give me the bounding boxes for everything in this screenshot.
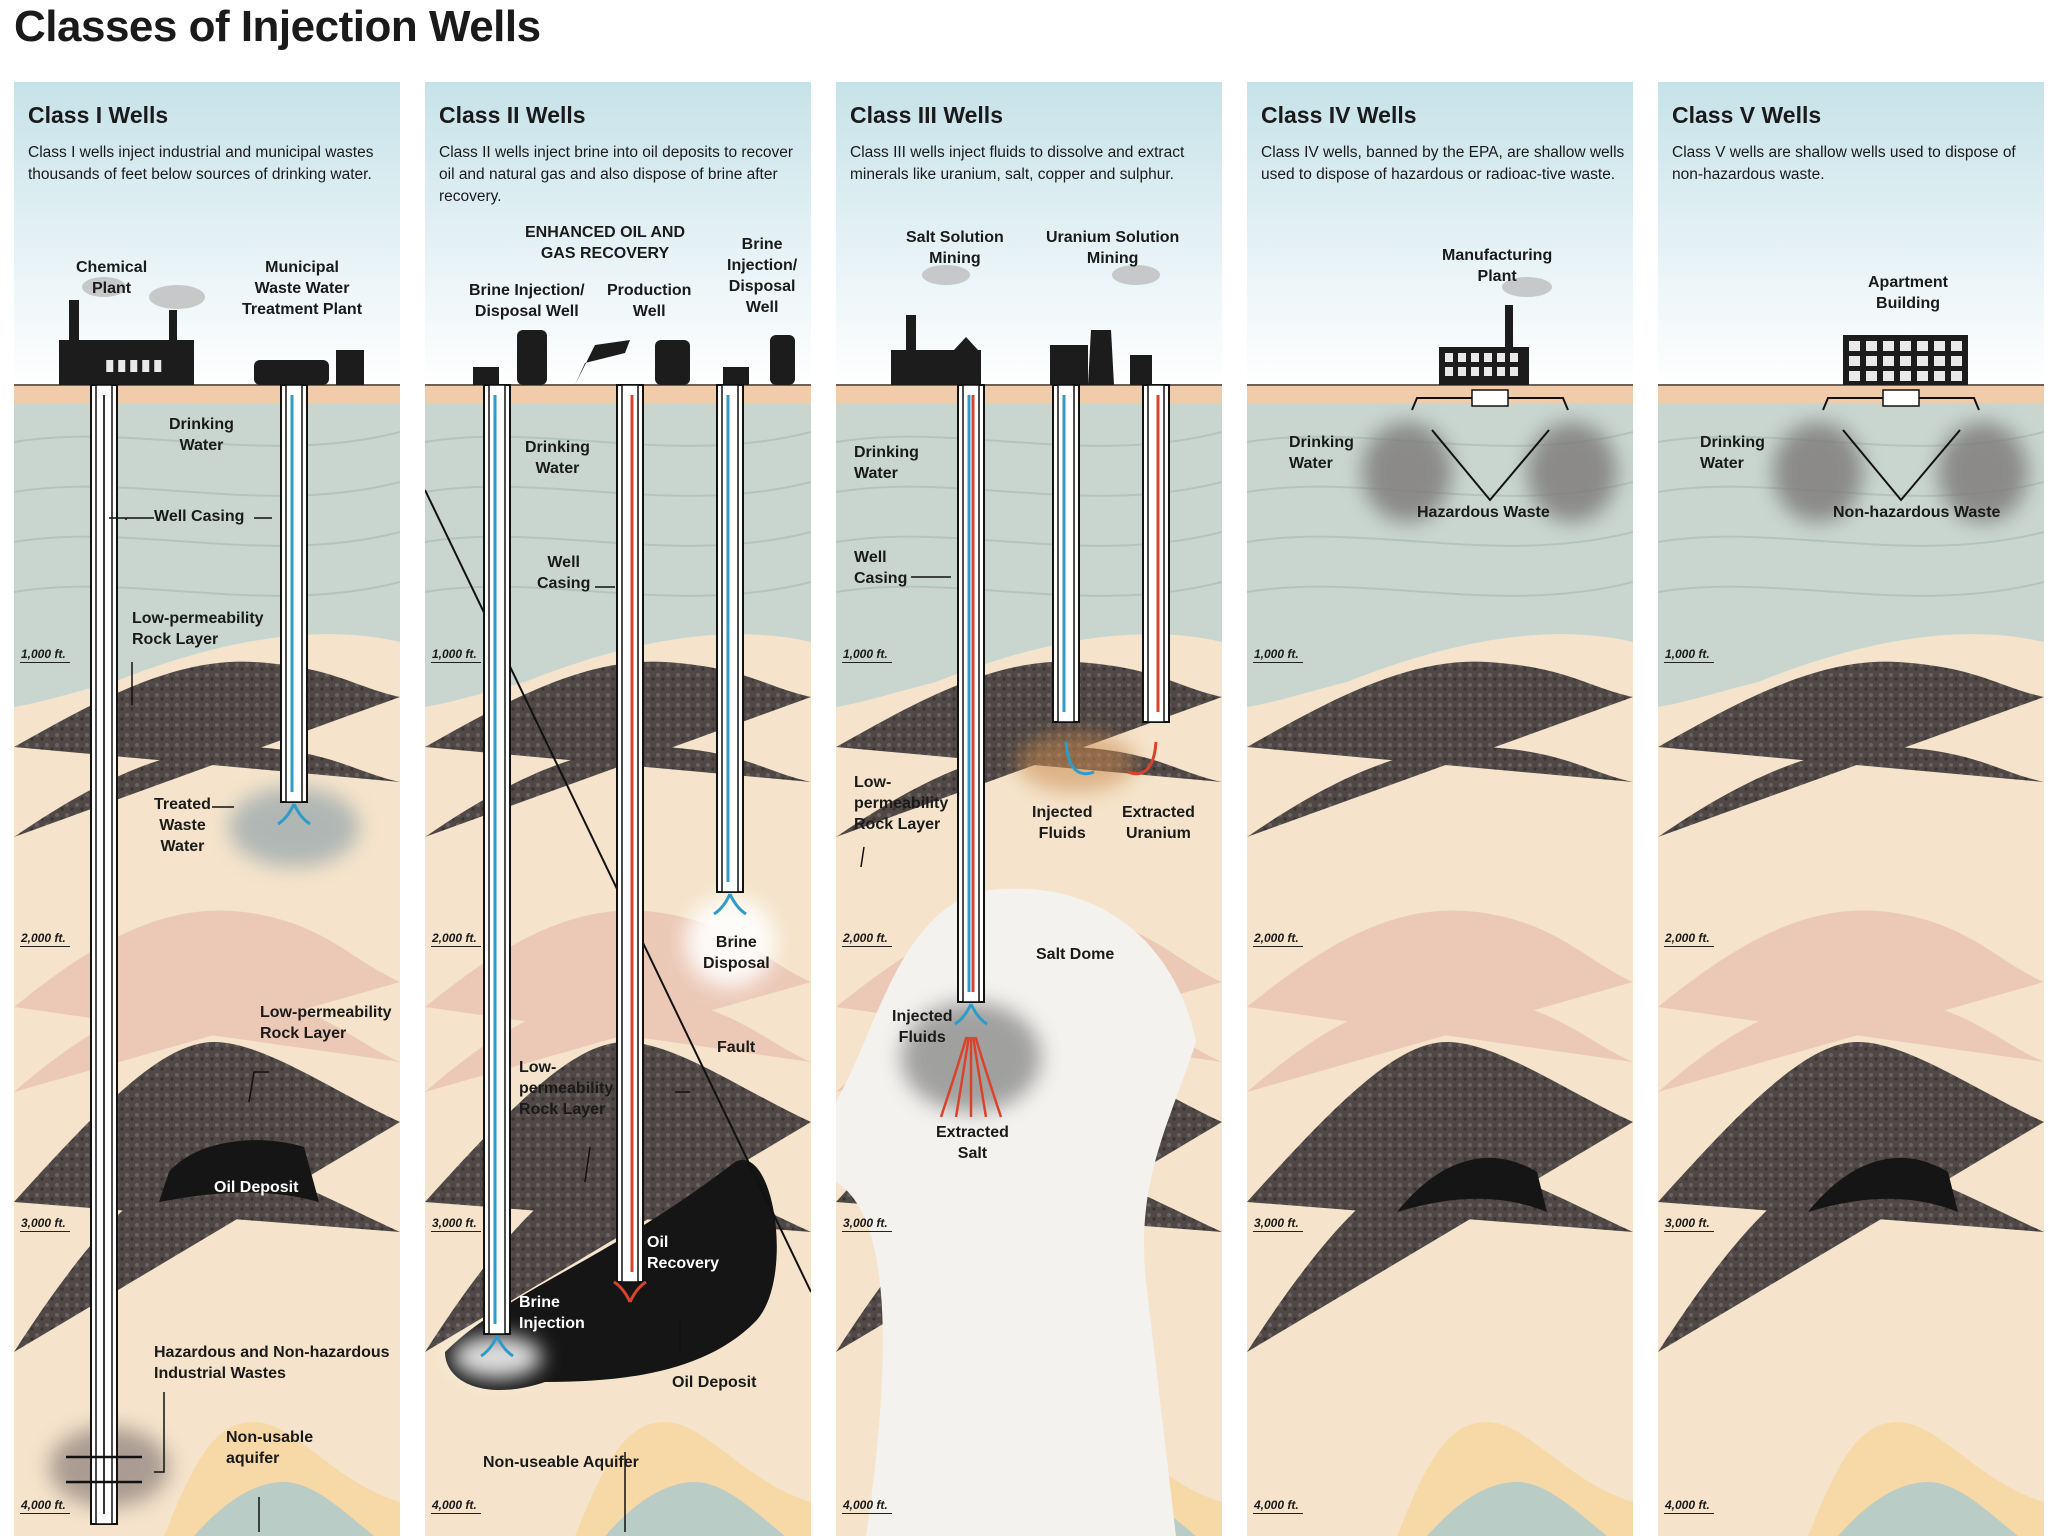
label-non-useable-aquifer: Non-useable Aquifer: [483, 1454, 639, 1471]
panel-title: Class IV Wells: [1261, 102, 1417, 128]
label-uranium-solution-mining: Uranium Solution Mining: [1046, 229, 1180, 267]
label-extracted-uranium: Extracted Uranium: [1122, 804, 1195, 842]
label-manufacturing-plant: Manufacturing Plant: [1442, 247, 1553, 285]
depth-marker: 3,000 ft.: [431, 1216, 481, 1232]
label-brine-injection: Brine Injection: [519, 1294, 585, 1332]
depth-marker: 3,000 ft.: [1253, 1216, 1303, 1232]
cross-section-graphic: [425, 82, 811, 1536]
panel-description: Class II wells inject brine into oil dep…: [439, 144, 794, 205]
depth-marker: 2,000 ft.: [1664, 931, 1714, 947]
label-salt-solution-mining: Salt Solution Mining: [906, 229, 1004, 267]
label-treated-waste-water: Treated Waste Water: [154, 796, 211, 855]
label-enhanced-oil-recovery: ENHANCED OIL AND GAS RECOVERY: [525, 224, 686, 262]
depth-marker: 3,000 ft.: [20, 1216, 70, 1232]
panel-title: Class III Wells: [850, 102, 1003, 128]
label-drinking-water: Drinking Water: [169, 416, 234, 454]
panel-title: Class II Wells: [439, 102, 586, 128]
label-oil-recovery: Oil Recovery: [647, 1234, 720, 1272]
label-apartment-building: Apartment Building: [1868, 274, 1949, 312]
depth-marker: 2,000 ft.: [431, 931, 481, 947]
label-oil-deposit: Oil Deposit: [672, 1374, 757, 1391]
depth-marker: 3,000 ft.: [842, 1216, 892, 1232]
label-waste: Hazardous Waste: [1417, 504, 1550, 521]
label-drinking-water: Drinking Water: [1700, 434, 1765, 472]
label-industrial-wastes: Hazardous and Non-hazardous Industrial W…: [154, 1344, 390, 1382]
label-drinking-water: Drinking Water: [525, 439, 590, 477]
depth-marker: 4,000 ft.: [1253, 1498, 1303, 1514]
cross-section-graphic: [14, 82, 400, 1536]
page-title: Classes of Injection Wells: [14, 2, 541, 51]
depth-marker: 4,000 ft.: [842, 1498, 892, 1514]
label-brine-disposal-well: Brine Injection/ Disposal Well: [727, 236, 798, 316]
label-low-permeability-rock: Low- permeability Rock Layer: [519, 1059, 614, 1118]
label-non-usable-aquifer: Non-usable aquifer: [226, 1429, 314, 1467]
depth-marker: 1,000 ft.: [1253, 647, 1303, 663]
label-fault: Fault: [717, 1039, 756, 1056]
label-well-casing: Well Casing: [154, 508, 245, 525]
label-low-permeability-rock: Low- permeability Rock Layer: [854, 774, 949, 833]
label-low-permeability-rock: Low-permeability Rock Layer: [260, 1004, 392, 1042]
depth-marker: 1,000 ft.: [20, 647, 70, 663]
label-oil-deposit: Oil Deposit: [214, 1179, 299, 1196]
depth-marker: 3,000 ft.: [1664, 1216, 1714, 1232]
cross-section-graphic: [1247, 82, 1633, 1536]
label-well-casing: Well Casing: [537, 554, 591, 592]
label-well-casing: Well Casing: [854, 549, 908, 587]
panel-description: Class IV wells, banned by the EPA, are s…: [1261, 144, 1625, 183]
panel-description: Class V wells are shallow wells used to …: [1672, 144, 2016, 183]
label-salt-dome: Salt Dome: [1036, 946, 1115, 963]
label-production-well: Production Well: [607, 282, 692, 320]
label-drinking-water: Drinking Water: [854, 444, 919, 482]
label-chemical-plant: Chemical Plant: [76, 259, 148, 297]
label-waste: Non-hazardous Waste: [1833, 504, 2001, 521]
label-low-permeability-rock: Low-permeability Rock Layer: [132, 610, 264, 648]
panel-description: Class III wells inject fluids to dissolv…: [850, 144, 1185, 183]
label-injected-fluids: Injected Fluids: [1032, 804, 1093, 842]
label-municipal-plant: Municipal Waste Water Treatment Plant: [242, 259, 363, 318]
panel-title: Class I Wells: [28, 102, 169, 128]
panel-description: Class I wells inject industrial and muni…: [28, 144, 374, 183]
panel-title: Class V Wells: [1672, 102, 1822, 128]
label-drinking-water: Drinking Water: [1289, 434, 1354, 472]
label-brine-disposal: Brine Disposal: [703, 934, 770, 972]
depth-marker: 4,000 ft.: [431, 1498, 481, 1514]
depth-marker: 2,000 ft.: [842, 931, 892, 947]
depth-marker: 2,000 ft.: [1253, 931, 1303, 947]
cross-section-graphic: [1658, 82, 2044, 1536]
label-brine-injection-well: Brine Injection/ Disposal Well: [469, 282, 585, 320]
depth-marker: 4,000 ft.: [1664, 1498, 1714, 1514]
depth-marker: 4,000 ft.: [20, 1498, 70, 1514]
label-extracted-salt: Extracted Salt: [936, 1124, 1009, 1162]
depth-marker: 1,000 ft.: [1664, 647, 1714, 663]
cross-section-graphic: [836, 82, 1222, 1536]
depth-marker: 2,000 ft.: [20, 931, 70, 947]
depth-marker: 1,000 ft.: [842, 647, 892, 663]
depth-marker: 1,000 ft.: [431, 647, 481, 663]
label-injected-fluids: Injected Fluids: [892, 1008, 953, 1046]
